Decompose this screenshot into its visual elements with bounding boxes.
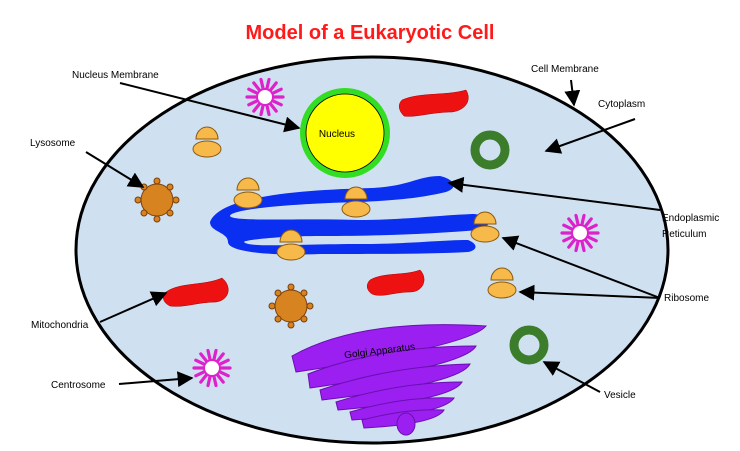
centrosome-organelle	[192, 348, 232, 388]
centrosome-organelle	[245, 77, 285, 117]
label-ribosome: Ribosome	[664, 293, 709, 304]
lysosome	[134, 177, 314, 329]
centrosome-organelle	[560, 213, 600, 253]
label-nucleus-membrane: Nucleus Membrane	[72, 70, 159, 81]
label-er-line1: Endoplasmic	[662, 213, 719, 224]
mitochondria-arrow	[99, 291, 168, 323]
ribosome	[192, 126, 517, 299]
diagram-title: Model of a Eukaryotic Cell	[245, 22, 495, 44]
mitochondria	[163, 89, 469, 307]
label-centrosome: Centrosome	[51, 380, 106, 391]
vesicle	[470, 130, 549, 365]
ribosome-arrow-1	[501, 235, 661, 299]
label-er-line2: Reticulum	[662, 229, 706, 240]
vesicle-arrow	[542, 361, 601, 393]
label-cell-membrane: Cell Membrane	[531, 64, 599, 75]
centrosome	[192, 77, 600, 388]
label-arrows	[85, 79, 661, 393]
nucleus-label: Nucleus	[319, 129, 355, 140]
centrosome-arrow	[118, 371, 194, 388]
label-lysosome: Lysosome	[30, 138, 76, 149]
endoplasmic-reticulum	[210, 176, 489, 255]
golgi-apparatus	[291, 324, 487, 436]
lysosome-arrow	[85, 151, 145, 188]
cytoplasm-arrow	[544, 118, 636, 154]
er-arrow	[447, 176, 661, 211]
cell-membrane-arrow	[564, 79, 581, 107]
nucleus-membrane-arrow	[119, 82, 301, 133]
nucleus	[300, 88, 390, 178]
ribosome-arrow-2	[518, 284, 661, 301]
label-cytoplasm: Cytoplasm	[598, 99, 645, 110]
label-vesicle: Vesicle	[604, 390, 636, 401]
label-mitochondria: Mitochondria	[31, 320, 89, 331]
